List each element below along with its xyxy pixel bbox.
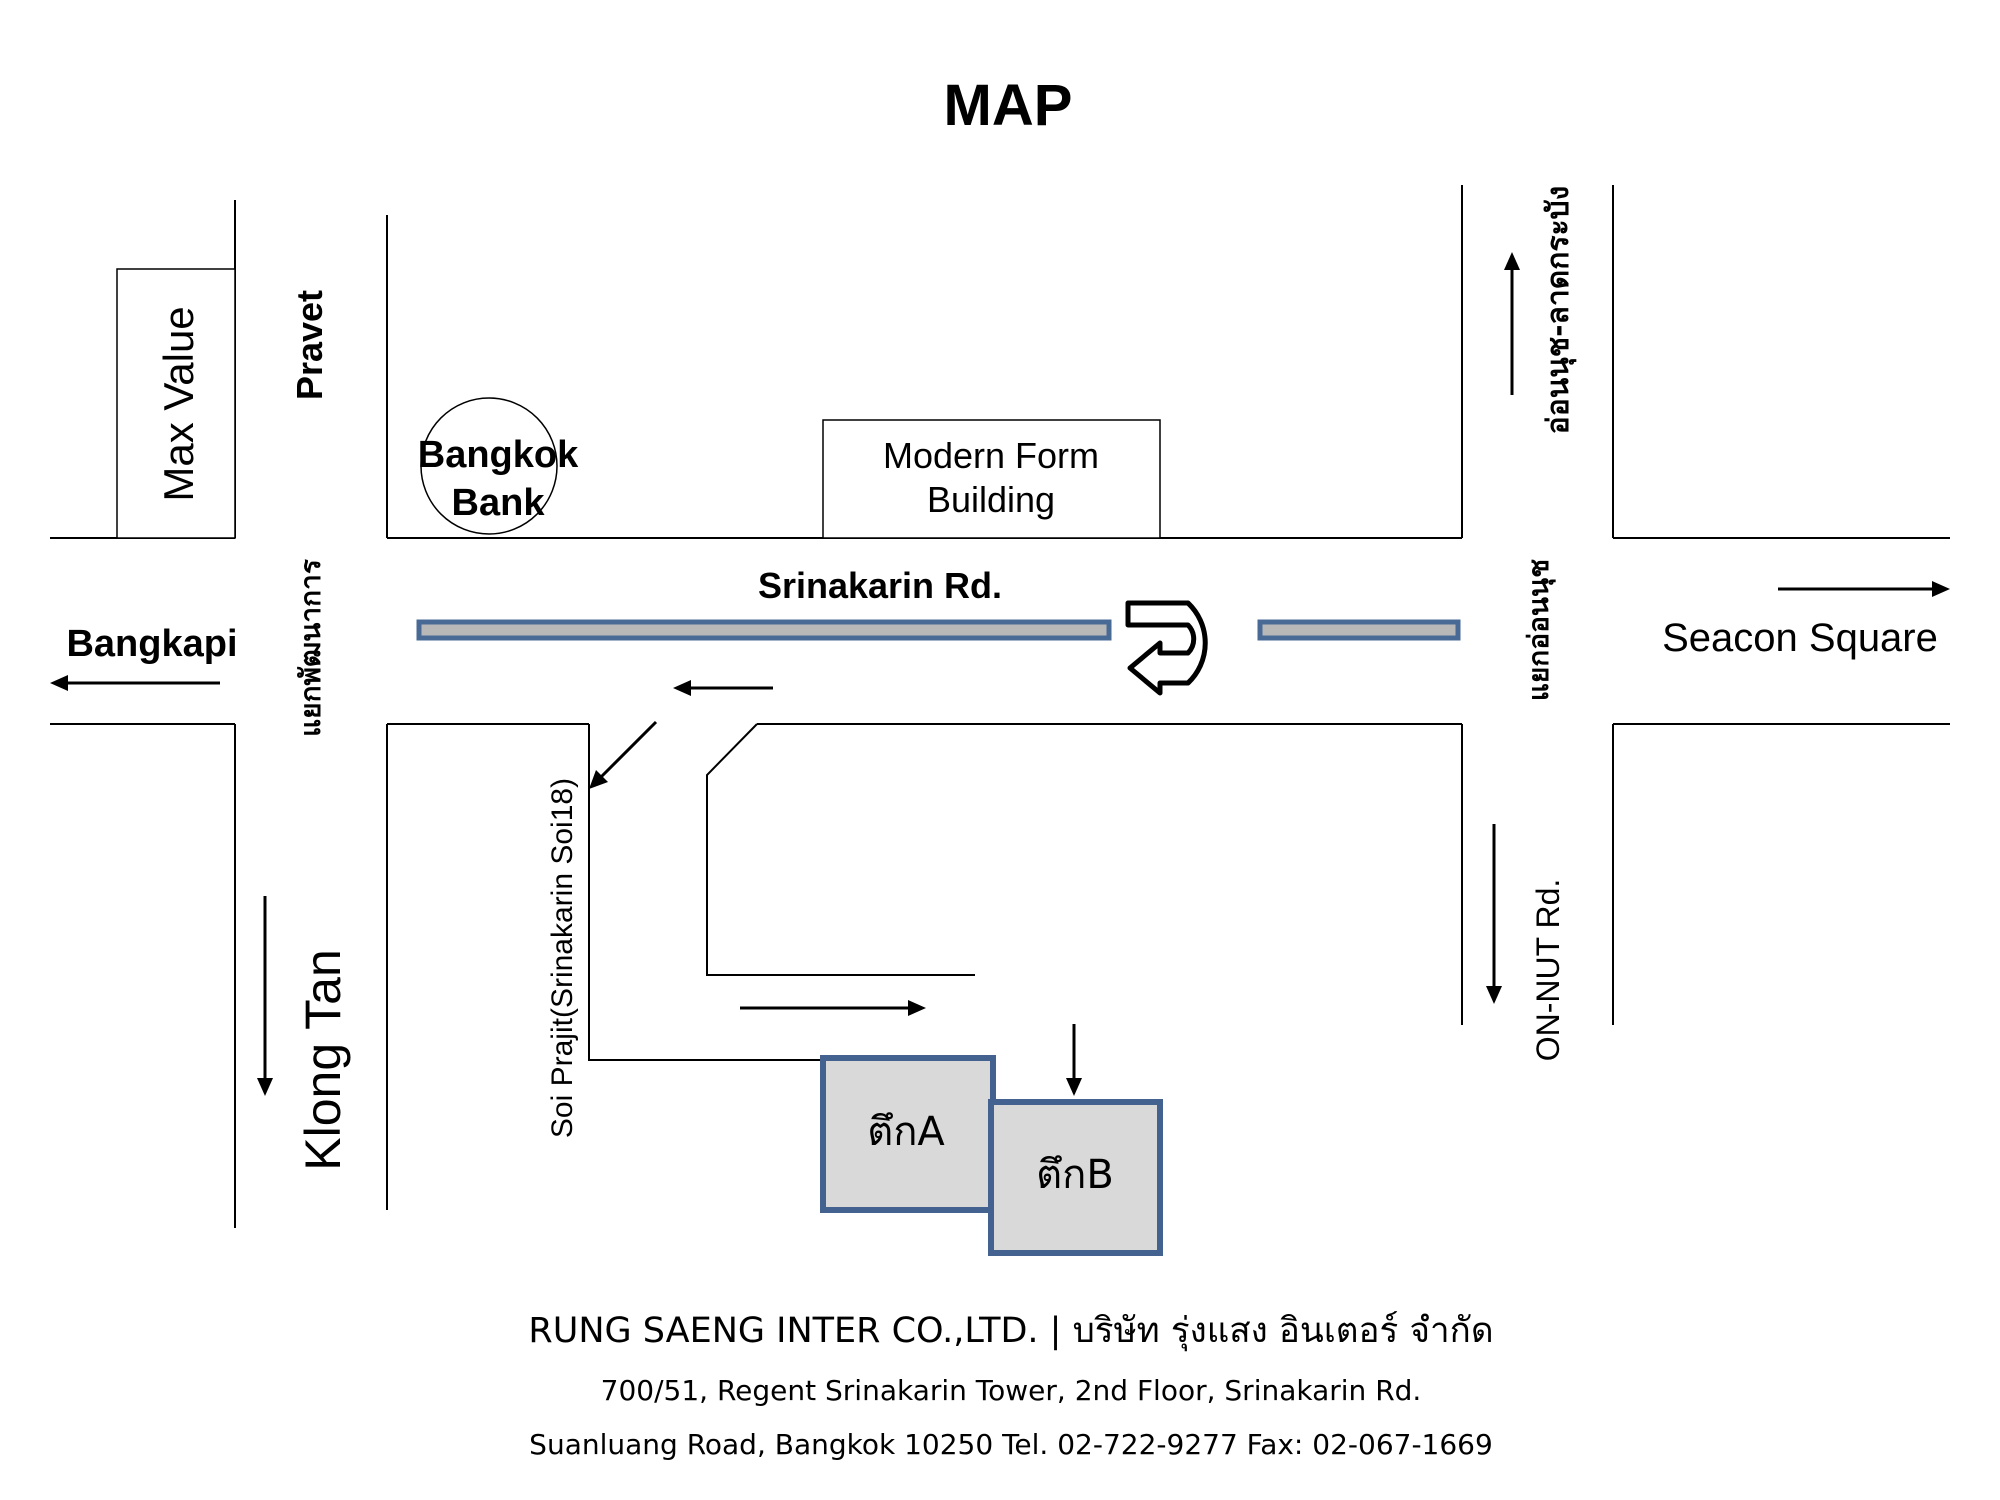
arrow-down-onnut-icon [1486,824,1502,1004]
arrow-left-lane-icon [673,680,773,696]
pravet-label: Pravet [289,290,330,400]
bangkok-bank: Bangkok Bank [418,397,579,535]
yaek-onnut-label: แยกอ่อนนุช [1522,559,1556,701]
max-value-building: Max Value [116,268,236,539]
median-strip-left [416,619,1112,641]
seacon-square-label: Seacon Square [1662,616,1938,660]
building-a-label: ตึกA [867,1109,945,1155]
footer-address-line2: Suanluang Road, Bangkok 10250 Tel. 02-72… [529,1428,1493,1461]
arrow-to-seacon-icon [1778,581,1950,597]
median-strip-right [1257,619,1461,641]
srinakarin-road-label: Srinakarin Rd. [758,565,1002,606]
building-b: ตึกB [988,1099,1163,1256]
arrow-to-bangkapi-icon [50,675,220,691]
modern-form-label-line2: Building [927,479,1055,520]
klong-tan-label: Klong Tan [295,949,351,1170]
building-b-label: ตึกB [1036,1152,1114,1198]
yaek-phatthanakan-label: แยกพัฒนาการ [294,559,327,737]
arrow-to-klong-tan-icon [257,896,273,1096]
modern-form-label-line1: Modern Form [883,435,1099,476]
onnut-latkrabang-label: อ่อนนุช-ลาดกระบัง [1541,186,1577,435]
modern-form-building: Modern Form Building [822,419,1161,539]
building-a: ตึกA [820,1055,996,1213]
on-nut-road-label: ON-NUT Rd. [1530,879,1566,1062]
footer-address-line1: 700/51, Regent Srinakarin Tower, 2nd Flo… [601,1374,1422,1407]
bangkapi-label: Bangkapi [66,623,237,665]
footer-company: RUNG SAENG INTER CO.,LTD. | บริษัท รุ่งแ… [528,1311,1493,1351]
bangkok-bank-label-line1: Bangkok [418,434,579,476]
soi-prajit-label: Soi Prajit(Srinakarin Soi18) [546,778,579,1138]
arrow-right-soi-icon [740,1000,926,1016]
arrow-down-to-building-icon [1066,1024,1082,1096]
arrow-up-onnut-latkrabang-icon [1504,252,1520,395]
bangkok-bank-label-line2: Bank [452,482,546,524]
u-turn-icon [1125,600,1208,696]
arrow-into-soi-icon [589,720,658,789]
max-value-label: Max Value [155,306,202,501]
map-title: MAP [944,73,1073,138]
